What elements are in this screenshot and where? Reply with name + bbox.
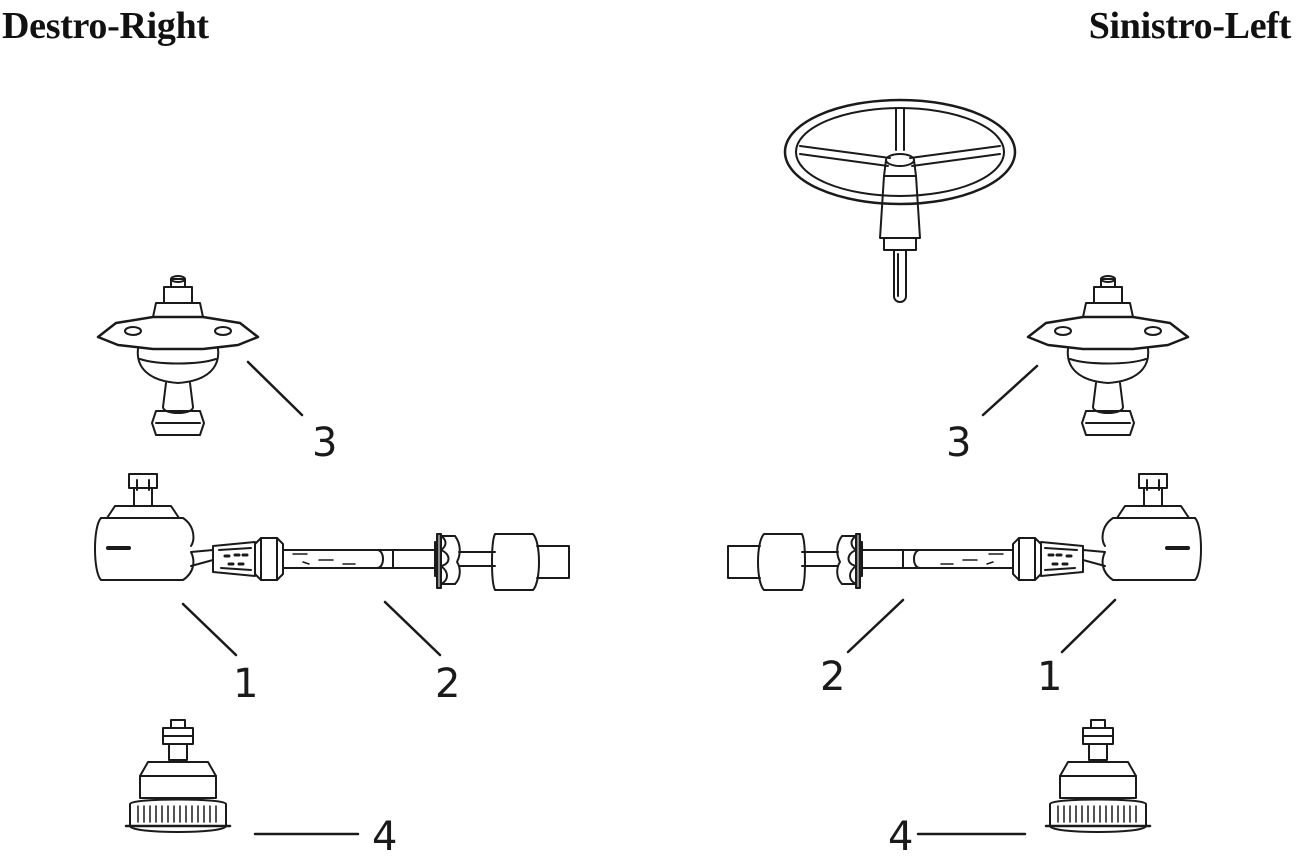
leader-line-left-3	[981, 364, 1039, 417]
leader-line-right-2	[383, 600, 442, 657]
left-tie-rod-end	[901, 472, 1203, 582]
callout-left-2: 2	[820, 654, 845, 700]
right-lower-ball-joint	[124, 718, 232, 834]
leader-line-left-1	[1060, 598, 1117, 654]
left-inner-tie-rod	[727, 533, 921, 591]
callout-left-4: 4	[888, 814, 913, 860]
callout-right-3: 3	[312, 420, 337, 466]
callout-left-3: 3	[946, 420, 971, 466]
right-side-header: Destro-Right	[2, 5, 209, 47]
left-side-header: Sinistro-Left	[1088, 5, 1292, 47]
left-lower-ball-joint	[1044, 718, 1152, 834]
callout-right-4: 4	[372, 814, 397, 860]
right-inner-tie-rod	[376, 533, 570, 591]
leader-lines	[181, 360, 1117, 836]
leader-line-right-3	[246, 360, 304, 417]
right-upper-ball-joint	[96, 274, 260, 437]
callout-left-1: 1	[1037, 654, 1062, 700]
leader-line-left-2	[846, 598, 905, 654]
left-upper-ball-joint	[1026, 274, 1190, 437]
leader-line-right-1	[181, 602, 238, 657]
steering-wheel-column	[783, 98, 1017, 304]
callout-right-2: 2	[435, 661, 460, 707]
callout-right-1: 1	[233, 661, 258, 707]
right-tie-rod-end	[93, 472, 395, 582]
